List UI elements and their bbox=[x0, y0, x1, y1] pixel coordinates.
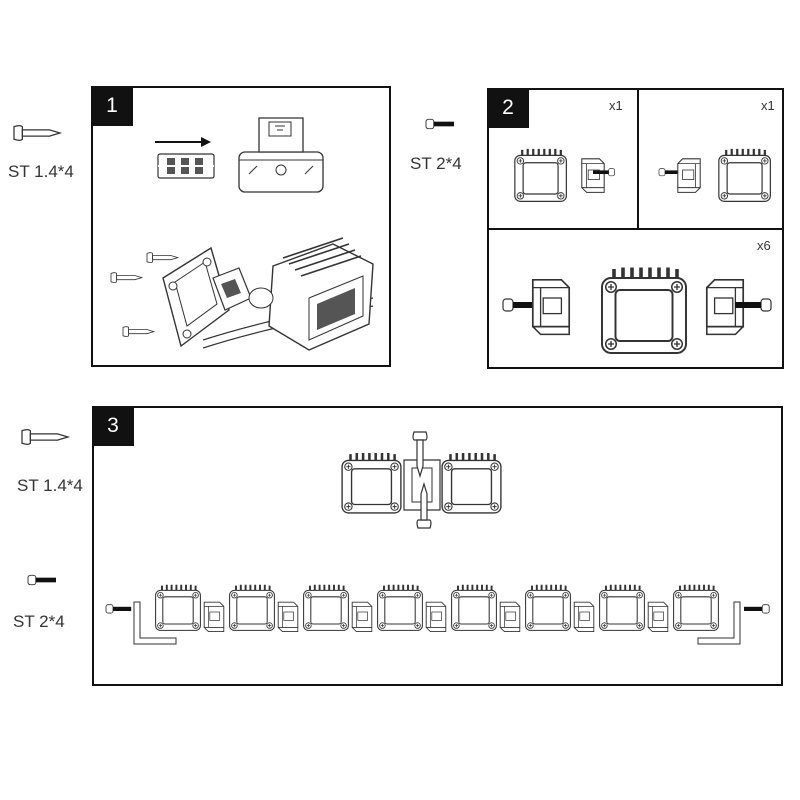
quantity-label: x6 bbox=[757, 238, 771, 253]
quantity-label: x1 bbox=[609, 98, 623, 113]
screw-label-st-1-4x4: ST 1.4*4 bbox=[8, 162, 74, 181]
step-2-divider-vertical bbox=[637, 90, 639, 230]
step-1-badge: 1 bbox=[91, 86, 133, 126]
screw-label-st-2x4: ST 2*4 bbox=[13, 612, 65, 631]
bracket-connector bbox=[277, 601, 299, 633]
step-3-badge: 3 bbox=[92, 406, 134, 446]
step-1-panel: 1 bbox=[91, 86, 391, 367]
step-2-divider-horizontal bbox=[489, 228, 782, 230]
center-module-with-two-brackets bbox=[502, 265, 772, 355]
arrow-right-icon bbox=[155, 137, 211, 147]
bracket-connector bbox=[425, 601, 447, 633]
quantity-label: x1 bbox=[761, 98, 775, 113]
phillips-screw-icon bbox=[21, 429, 69, 445]
bracket-connector bbox=[573, 601, 595, 633]
light-module bbox=[376, 583, 424, 632]
exploded-assembly-view bbox=[110, 238, 373, 358]
light-bar-assembly bbox=[105, 583, 770, 654]
hex-socket-screw-icon bbox=[27, 574, 57, 586]
screw-label-st-1-4x4: ST 1.4*4 bbox=[17, 476, 83, 495]
bracket-connector bbox=[499, 601, 521, 633]
step-3-panel: 3 bbox=[92, 406, 783, 686]
module-pair-join-detail bbox=[340, 431, 503, 529]
light-module bbox=[524, 583, 572, 632]
hex-socket-screw-icon bbox=[425, 118, 455, 130]
module-side-view bbox=[235, 112, 327, 198]
bracket-connector bbox=[647, 601, 669, 633]
phillips-screw-icon bbox=[13, 125, 61, 141]
end-bracket-assembly-left bbox=[658, 147, 772, 203]
step-2-panel: 2 x1 x1 x6 bbox=[487, 88, 784, 369]
light-module bbox=[598, 583, 646, 632]
end-bracket-assembly-right bbox=[513, 147, 615, 203]
light-module bbox=[672, 583, 720, 632]
light-module bbox=[154, 583, 202, 632]
bracket-connector bbox=[203, 601, 225, 633]
step-2-badge: 2 bbox=[487, 88, 529, 128]
connector-plug bbox=[157, 152, 217, 182]
light-module bbox=[450, 583, 498, 632]
screw-label-st-2x4: ST 2*4 bbox=[410, 154, 462, 173]
bracket-connector bbox=[351, 601, 373, 633]
light-module bbox=[302, 583, 350, 632]
light-module bbox=[228, 583, 276, 632]
